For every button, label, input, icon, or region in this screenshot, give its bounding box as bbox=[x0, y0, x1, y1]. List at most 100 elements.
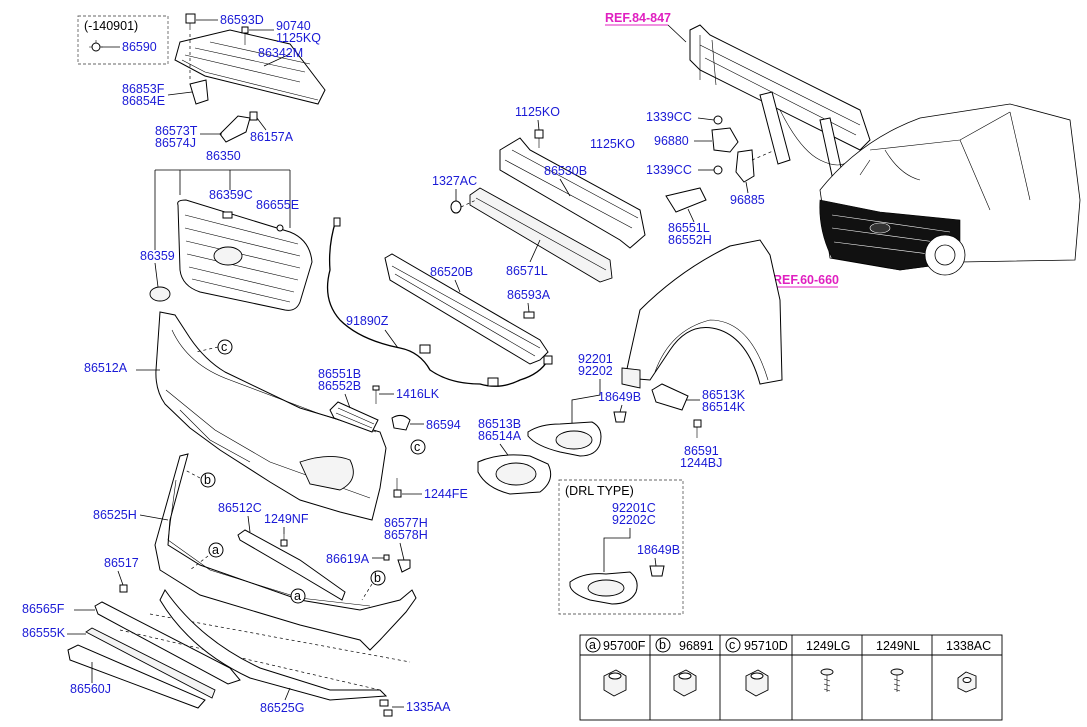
nut-1327ac-icon bbox=[450, 200, 462, 214]
label-86520b: 86520B bbox=[430, 265, 473, 279]
label-86513k: 86513K bbox=[702, 388, 746, 402]
screw-90740-icon bbox=[241, 26, 249, 45]
callout-c-2-text: c bbox=[414, 440, 420, 454]
bolt-86593d-icon bbox=[185, 13, 196, 30]
energy-absorber-86520b: 86520B 86593A bbox=[384, 253, 551, 365]
callout-a-2-text: a bbox=[294, 589, 301, 603]
label-1125kq: 1125KQ bbox=[276, 31, 321, 45]
label-86359: 86359 bbox=[140, 249, 175, 263]
callout-c-2 bbox=[410, 439, 426, 455]
callout-b-2 bbox=[370, 570, 386, 586]
lower-bumper-86525h: 86525H b a a b bbox=[93, 453, 417, 651]
bumper-beam-86530b: 86530B 86571L 1125KO 1125KO 1327AC bbox=[432, 105, 646, 283]
label-86514a: 86514A bbox=[478, 429, 522, 443]
bracket-86513k: 86513K 86514K 86591 1244BJ bbox=[651, 383, 746, 470]
clip-1335aa-icon bbox=[379, 699, 393, 717]
label-96885: 96885 bbox=[730, 193, 765, 207]
label-1339cc-a: 1339CC bbox=[646, 110, 692, 124]
label-86512c: 86512C bbox=[218, 501, 262, 515]
label-92202c: 92202C bbox=[612, 513, 656, 527]
bracket-86573t: 86573T 86574J 86157A bbox=[155, 111, 294, 150]
callout-b-1-text: b bbox=[204, 473, 211, 487]
legend-col-1249nl: 1249NL bbox=[876, 639, 920, 692]
label-86619a: 86619A bbox=[326, 552, 370, 566]
legend-code-1249lg: 1249LG bbox=[806, 639, 850, 653]
strip-86560j: 86560J bbox=[67, 613, 411, 709]
clip-95700f-icon bbox=[603, 669, 627, 697]
label-92201: 92201 bbox=[578, 352, 613, 366]
legend-col-c: c 95710D bbox=[725, 637, 788, 697]
label-86594: 86594 bbox=[426, 418, 461, 432]
label-86514k: 86514K bbox=[702, 400, 746, 414]
clip-86594: 86594 bbox=[391, 414, 461, 432]
label-86573t: 86573T bbox=[155, 124, 198, 138]
label-86571l: 86571L bbox=[506, 264, 548, 278]
callout-b-1 bbox=[200, 472, 216, 488]
label-86853f: 86853F bbox=[122, 82, 165, 96]
label-86350: 86350 bbox=[206, 149, 241, 163]
label-86577h: 86577H bbox=[384, 516, 428, 530]
screw-1249nf-icon bbox=[280, 534, 288, 547]
label-140901: (-140901) bbox=[84, 19, 138, 33]
label-1327ac: 1327AC bbox=[432, 174, 477, 188]
label-1244fe: 1244FE bbox=[424, 487, 468, 501]
callout-a-2 bbox=[290, 588, 306, 604]
legend-code-95710d: 95710D bbox=[744, 639, 788, 653]
label-86157a: 86157A bbox=[250, 130, 294, 144]
legend-col-1249lg: 1249LG bbox=[806, 639, 850, 692]
legend-code-1338ac: 1338AC bbox=[946, 639, 991, 653]
vehicle-thumbnail bbox=[819, 103, 1081, 276]
ref-84-847: REF.84-847 bbox=[605, 11, 671, 25]
variant-box-140901: (-140901) 86590 bbox=[77, 15, 169, 65]
bracket-86853f: 86853F 86854E bbox=[122, 79, 209, 108]
bracket-86551b: 86551B 86552B 1416LK bbox=[318, 367, 440, 433]
label-96880: 96880 bbox=[654, 134, 689, 148]
label-1249nf: 1249NF bbox=[264, 512, 309, 526]
legend-code-96891: 96891 bbox=[679, 639, 714, 653]
clip-86157a-icon bbox=[249, 111, 258, 121]
label-92202: 92202 bbox=[578, 364, 613, 378]
label-18649b-a: 18649B bbox=[598, 390, 641, 404]
label-86655e: 86655E bbox=[256, 198, 299, 212]
label-1125ko-b: 1125KO bbox=[590, 137, 635, 151]
legend-circle-c: c bbox=[729, 638, 735, 652]
label-1416lk: 1416LK bbox=[396, 387, 440, 401]
label-86525g: 86525G bbox=[260, 701, 304, 715]
label-86565f: 86565F bbox=[22, 602, 65, 616]
label-86574j: 86574J bbox=[155, 136, 196, 150]
label-91890z: 91890Z bbox=[346, 314, 389, 328]
bolt-1125ko-icon bbox=[534, 129, 544, 148]
label-86591: 86591 bbox=[684, 444, 719, 458]
label-86578h: 86578H bbox=[384, 528, 428, 542]
screw-86591-icon bbox=[693, 419, 702, 438]
clip-96891-icon bbox=[673, 669, 697, 697]
bracket-86577h: 86577H 86578H 86619A bbox=[326, 516, 428, 573]
upper-cover-86342m: 86593D 90740 1125KQ 86342M bbox=[174, 13, 326, 105]
legend-circle-a: a bbox=[589, 638, 596, 652]
label-86593d: 86593D bbox=[220, 13, 264, 27]
label-1125ko-a: 1125KO bbox=[515, 105, 560, 119]
legend-circle-b: b bbox=[659, 638, 666, 652]
label-86525h: 86525H bbox=[93, 508, 137, 522]
label-86512a: 86512A bbox=[84, 361, 128, 375]
label-86593a: 86593A bbox=[507, 288, 551, 302]
callout-a-1 bbox=[208, 542, 224, 558]
label-86517: 86517 bbox=[104, 556, 139, 570]
strip-86555k: 86555K bbox=[22, 626, 216, 699]
clip-86590-icon bbox=[89, 40, 103, 52]
clip-86517: 86517 bbox=[104, 556, 139, 593]
garnish-86512c: 86512C 1249NF bbox=[218, 501, 346, 601]
label-86555k: 86555K bbox=[22, 626, 66, 640]
label-18649b-b: 18649B bbox=[637, 543, 680, 557]
label-86530b: 86530B bbox=[544, 164, 587, 178]
drl-type-box: (DRL TYPE) 92201C 92202C 18649B bbox=[558, 479, 684, 615]
label-1339cc-b: 1339CC bbox=[646, 163, 692, 177]
fastener-legend-table: a 95700F b 96891 c 95710D bbox=[579, 634, 1003, 721]
label-86513b: 86513B bbox=[478, 417, 521, 431]
bolt-1244fe: c 1244FE bbox=[393, 439, 468, 501]
label-86551l: 86551L bbox=[668, 221, 710, 235]
screw-1249lg-icon bbox=[820, 668, 834, 692]
label-86552b: 86552B bbox=[318, 379, 361, 393]
callout-c-1-text: c bbox=[221, 340, 227, 354]
label-86342m: 86342M bbox=[258, 46, 303, 60]
